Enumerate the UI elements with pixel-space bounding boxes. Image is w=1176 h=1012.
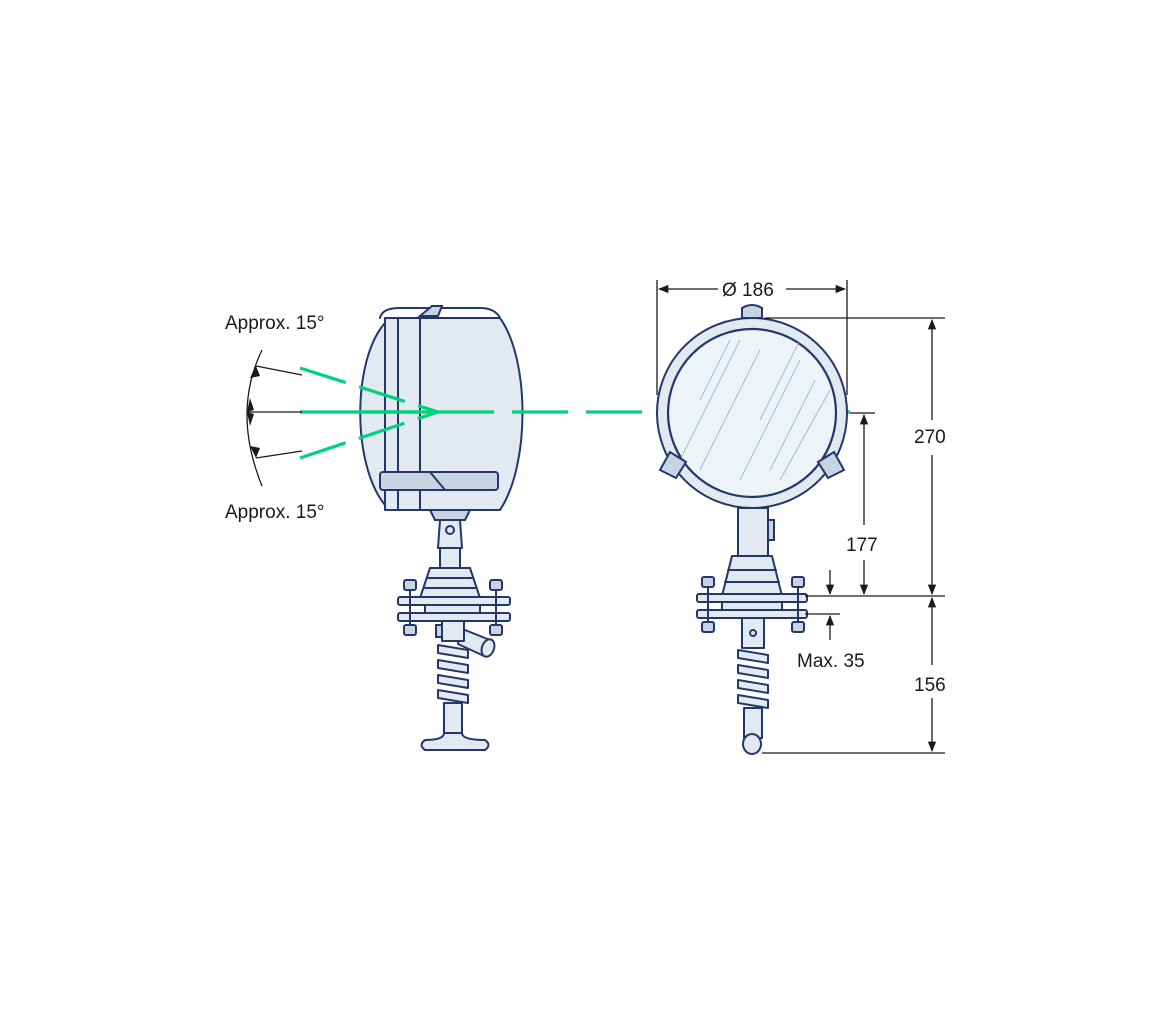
- side-view-spring: [437, 644, 469, 704]
- max-thickness-label: Max. 35: [797, 651, 865, 672]
- total-height-dimension: [765, 317, 945, 597]
- below-height-dimension: [762, 596, 945, 754]
- beam-angle-dimension: [246, 349, 303, 487]
- max-thickness-dimension: [805, 570, 840, 640]
- side-view-upper-plate: [397, 596, 511, 606]
- front-view-top-knob: [741, 304, 763, 319]
- beam-angle-upper-label: Approx. 15°: [225, 313, 325, 334]
- center-height-dimension: [850, 412, 875, 596]
- front-view-left-knob: [658, 450, 688, 480]
- side-view-t-handle: [420, 732, 490, 751]
- side-view-yoke: [428, 509, 472, 521]
- total-height-label: 270: [914, 427, 946, 448]
- center-height-label: 177: [846, 535, 878, 556]
- side-view-lower-plate: [397, 612, 511, 622]
- diameter-label: Ø 186: [722, 280, 774, 301]
- side-view-handle: [379, 471, 499, 491]
- front-view-spring: [737, 649, 769, 709]
- front-view-upper-plate: [696, 593, 808, 603]
- front-view-lamp: [656, 304, 848, 755]
- front-view-glass: [666, 327, 838, 499]
- beam-angle-lower-label: Approx. 15°: [225, 502, 325, 523]
- front-view-handle-end: [742, 733, 762, 755]
- below-height-label: 156: [914, 675, 946, 696]
- diameter-dimension: [656, 280, 848, 395]
- front-view-right-knob: [816, 450, 846, 480]
- front-view-lower-plate: [696, 609, 808, 619]
- side-view-lamp: [359, 305, 524, 751]
